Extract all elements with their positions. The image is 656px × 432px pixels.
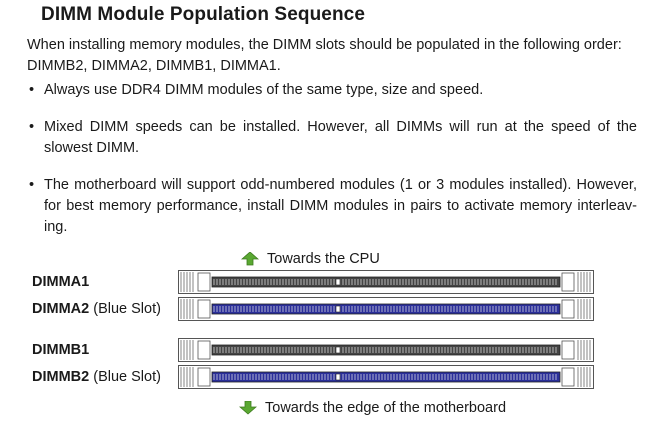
towards-edge-label: Towards the edge of the motherboard: [239, 400, 506, 416]
towards-cpu-label: Towards the CPU: [241, 251, 380, 267]
guideline-item: • Always use DDR4 DIMM modules of the sa…: [27, 80, 637, 101]
slot-name: DIMMA1: [32, 274, 90, 290]
slot-name: DIMMB1: [32, 342, 90, 358]
slot-label-dimmb2: DIMMB2 (Blue Slot): [32, 369, 161, 385]
arrow-up-icon: [241, 252, 259, 266]
slot-label-dimma2: DIMMA2 (Blue Slot): [32, 301, 161, 317]
bullet-icon: •: [29, 177, 35, 193]
slot-note: (Blue Slot): [93, 369, 161, 385]
guideline-item: • Mixed DIMM speeds can be installed. Ho…: [27, 117, 637, 159]
guideline-text: Always use DDR4 DIMM modules of the same…: [44, 82, 484, 98]
slot-note: (Blue Slot): [93, 301, 161, 317]
slot-name: DIMMB2: [32, 369, 90, 385]
guideline-list: • Always use DDR4 DIMM modules of the sa…: [27, 80, 637, 254]
dimmb2-slot-graphic: [178, 365, 594, 389]
slot-name: DIMMA2: [32, 301, 90, 317]
guideline-item: • The motherboard will support odd-numbe…: [27, 175, 637, 238]
bullet-icon: •: [29, 119, 35, 135]
guideline-text: The motherboard will support odd-numbere…: [44, 177, 637, 235]
towards-cpu-text: Towards the CPU: [267, 251, 380, 267]
page-title: DIMM Module Population Sequence: [41, 4, 365, 25]
bullet-icon: •: [29, 82, 35, 98]
arrow-down-icon: [239, 401, 257, 415]
dimma2-slot-graphic: [178, 297, 594, 321]
slot-label-dimma1: DIMMA1: [32, 274, 89, 290]
guideline-text: Mixed DIMM speeds can be installed. Howe…: [44, 119, 637, 156]
slot-label-dimmb1: DIMMB1: [32, 342, 89, 358]
dimma1-slot-graphic: [178, 270, 594, 294]
intro-paragraph: When installing memory modules, the DIMM…: [27, 37, 622, 74]
dimmb1-slot-graphic: [178, 338, 594, 362]
towards-edge-text: Towards the edge of the motherboard: [265, 400, 507, 416]
